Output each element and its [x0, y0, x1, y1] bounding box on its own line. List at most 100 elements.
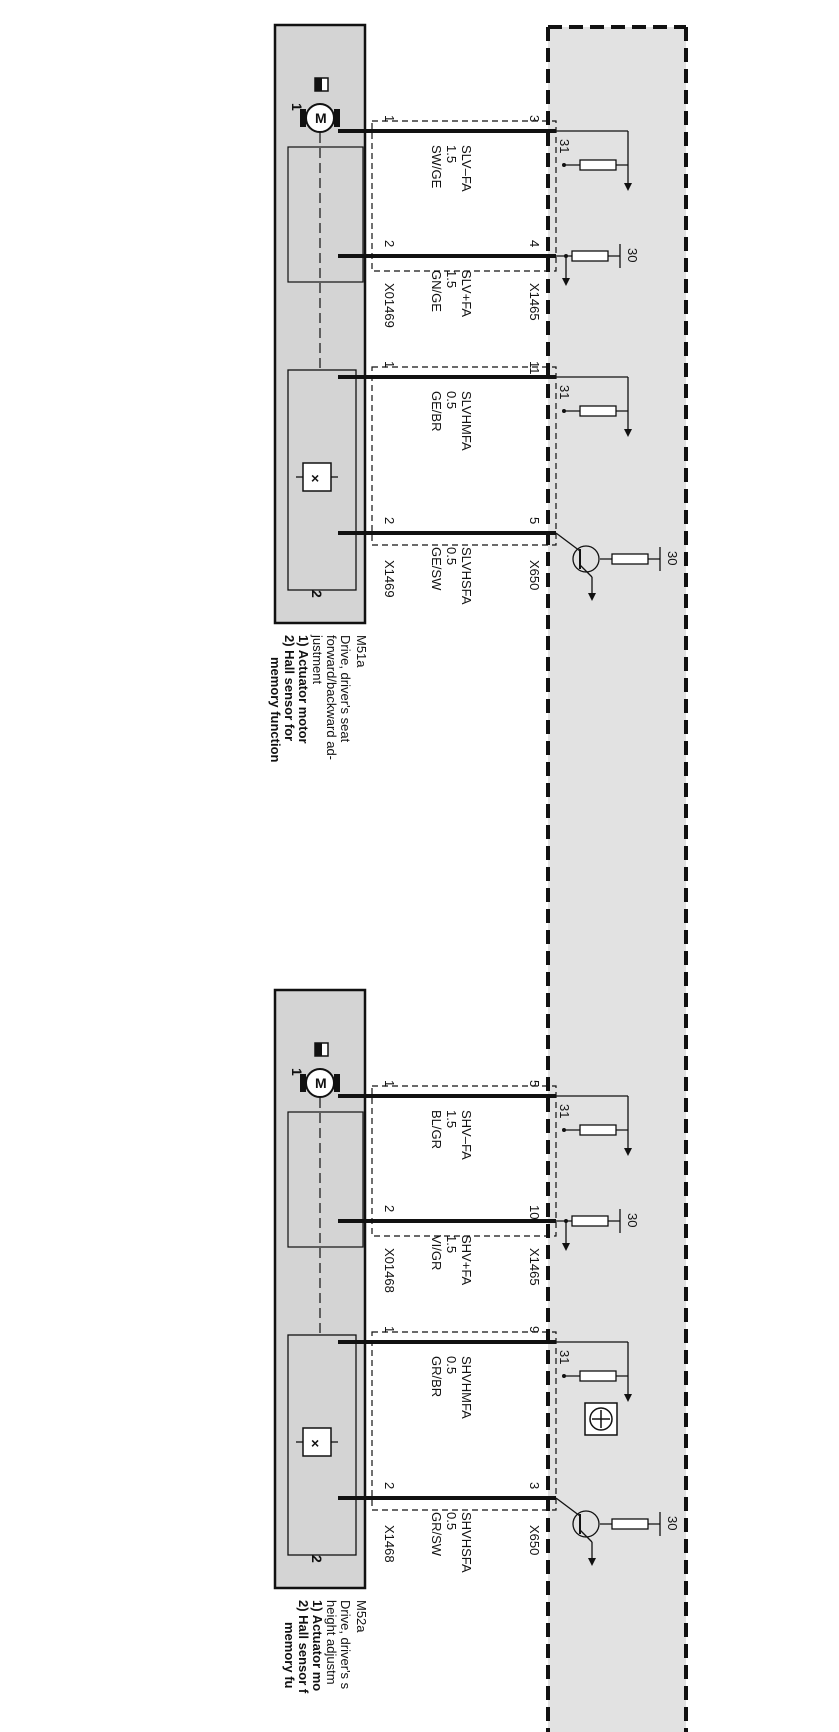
- pin-left: 1: [382, 361, 397, 368]
- resistor: [571, 1215, 609, 1227]
- wire-color: GE/BR: [429, 391, 444, 431]
- transistor-lead: [579, 564, 593, 578]
- ref-label-31: 31: [557, 1350, 572, 1364]
- component-description: Drive, driver's s: [338, 1600, 353, 1690]
- pin-left: 1: [382, 1080, 397, 1087]
- transistor-icon: [572, 545, 600, 573]
- module-connector-label: X650: [527, 1525, 542, 1555]
- wire-signal: SHV–FA: [459, 1110, 474, 1160]
- wire-color: GR/BR: [429, 1356, 444, 1397]
- wire-signal: SLVHMFA: [459, 391, 474, 451]
- junction-dot: [562, 1374, 566, 1378]
- part-number-2: 2: [309, 590, 325, 598]
- motor-frame: [287, 146, 364, 283]
- resistor: [611, 553, 649, 565]
- part-number-1: 1: [289, 103, 305, 111]
- pin-right: 5: [527, 517, 542, 524]
- hall-sensor-icon: [302, 1427, 332, 1457]
- motor-terminal: [300, 109, 306, 127]
- junction-dot: [562, 409, 566, 413]
- ref-label-31: 31: [557, 385, 572, 399]
- transistor-lead: [579, 1529, 593, 1543]
- part-number-1: 1: [289, 1068, 305, 1076]
- wire-color: GE/SW: [429, 547, 444, 591]
- component-note: memory fu: [282, 1622, 297, 1689]
- plug-label-motor: X01469: [382, 283, 397, 328]
- wire-color: SW/GE: [429, 145, 444, 189]
- transistor-lead: [555, 1497, 581, 1517]
- control-module: [548, 27, 686, 1732]
- wire-signal: SLV+FA: [459, 270, 474, 317]
- resistor: [571, 250, 609, 262]
- pin-right: 9: [527, 1326, 542, 1333]
- component-id: M52a: [354, 1600, 369, 1633]
- junction-dot: [562, 1128, 566, 1132]
- diagnostic-symbol-circle: [589, 1407, 613, 1431]
- pin-left: 1: [382, 1326, 397, 1333]
- wire-size: 0.5: [444, 391, 459, 409]
- wire-size: 0.5: [444, 1512, 459, 1530]
- resistor: [579, 1124, 617, 1136]
- ref-label-30: 30: [665, 1516, 680, 1530]
- motor-terminal: [334, 109, 340, 127]
- ref-label-30: 30: [625, 1213, 640, 1227]
- ref-label-31: 31: [557, 139, 572, 153]
- wire-color: GN/GE: [429, 270, 444, 312]
- ground-arrow-icon: [588, 593, 596, 601]
- connector-frame: [371, 120, 557, 272]
- wire-size: 1.5: [444, 145, 459, 163]
- wire-signal: SHV+FA: [459, 1235, 474, 1286]
- wire-size: 0.5: [444, 1356, 459, 1374]
- resistor: [579, 1370, 617, 1382]
- module-connector-label: X650: [527, 560, 542, 590]
- pin-left: 2: [382, 240, 397, 247]
- component-note: 1) Actuator motor: [296, 635, 311, 744]
- plug-label-sensor: X1469: [382, 560, 397, 598]
- plug-label-sensor: X1468: [382, 1525, 397, 1563]
- junction-dot: [564, 1219, 568, 1223]
- wire-size: 1.5: [444, 270, 459, 288]
- ground-arrow-icon: [624, 1148, 632, 1156]
- plug-label-motor: X01468: [382, 1248, 397, 1293]
- pin-right: 5: [527, 1080, 542, 1087]
- module-connector-label: X1465: [527, 283, 542, 321]
- ground-arrow-icon: [624, 1394, 632, 1402]
- resistor: [611, 1518, 649, 1530]
- pin-left: 2: [382, 1482, 397, 1489]
- ref-label-31: 31: [557, 1104, 572, 1118]
- pin-left: 2: [382, 1205, 397, 1212]
- hall-sensor-box: [287, 1334, 357, 1556]
- resistor: [579, 405, 617, 417]
- pin-left: 2: [382, 517, 397, 524]
- resistor: [579, 159, 617, 171]
- component-note: memory function: [268, 657, 283, 763]
- wire-signal: SLVHSFA: [459, 547, 474, 605]
- module-connector-label: X1465: [527, 1248, 542, 1286]
- ground-arrow-icon: [588, 1558, 596, 1566]
- wire-size: 1.5: [444, 1235, 459, 1253]
- motor-symbol: M: [315, 110, 327, 126]
- pin-right: 3: [527, 1482, 542, 1489]
- connector-frame: [371, 1085, 557, 1237]
- component-description: forward/backward ad-: [324, 635, 339, 760]
- memory-icon-fill: [315, 1043, 322, 1056]
- component-note: 2) Hall sensor for: [282, 635, 297, 741]
- wire-size: 1.5: [444, 1110, 459, 1128]
- wire-signal: SLV–FA: [459, 145, 474, 192]
- component-id: M51a: [354, 635, 369, 668]
- wire-color: VI/GR: [429, 1235, 444, 1270]
- junction-dot: [562, 163, 566, 167]
- wire-size: 0.5: [444, 547, 459, 565]
- connector-frame: [371, 366, 557, 546]
- ref-label-30: 30: [625, 248, 640, 262]
- wire-color: GR/SW: [429, 1512, 444, 1557]
- wire-color: BL/GR: [429, 1110, 444, 1149]
- ground-arrow-icon: [624, 183, 632, 191]
- pin-right: 10: [527, 1205, 542, 1219]
- motor-terminal: [300, 1074, 306, 1092]
- component-description: height adjustm: [324, 1600, 339, 1685]
- part-number-2: 2: [309, 1555, 325, 1563]
- pin-right: 4: [527, 240, 542, 247]
